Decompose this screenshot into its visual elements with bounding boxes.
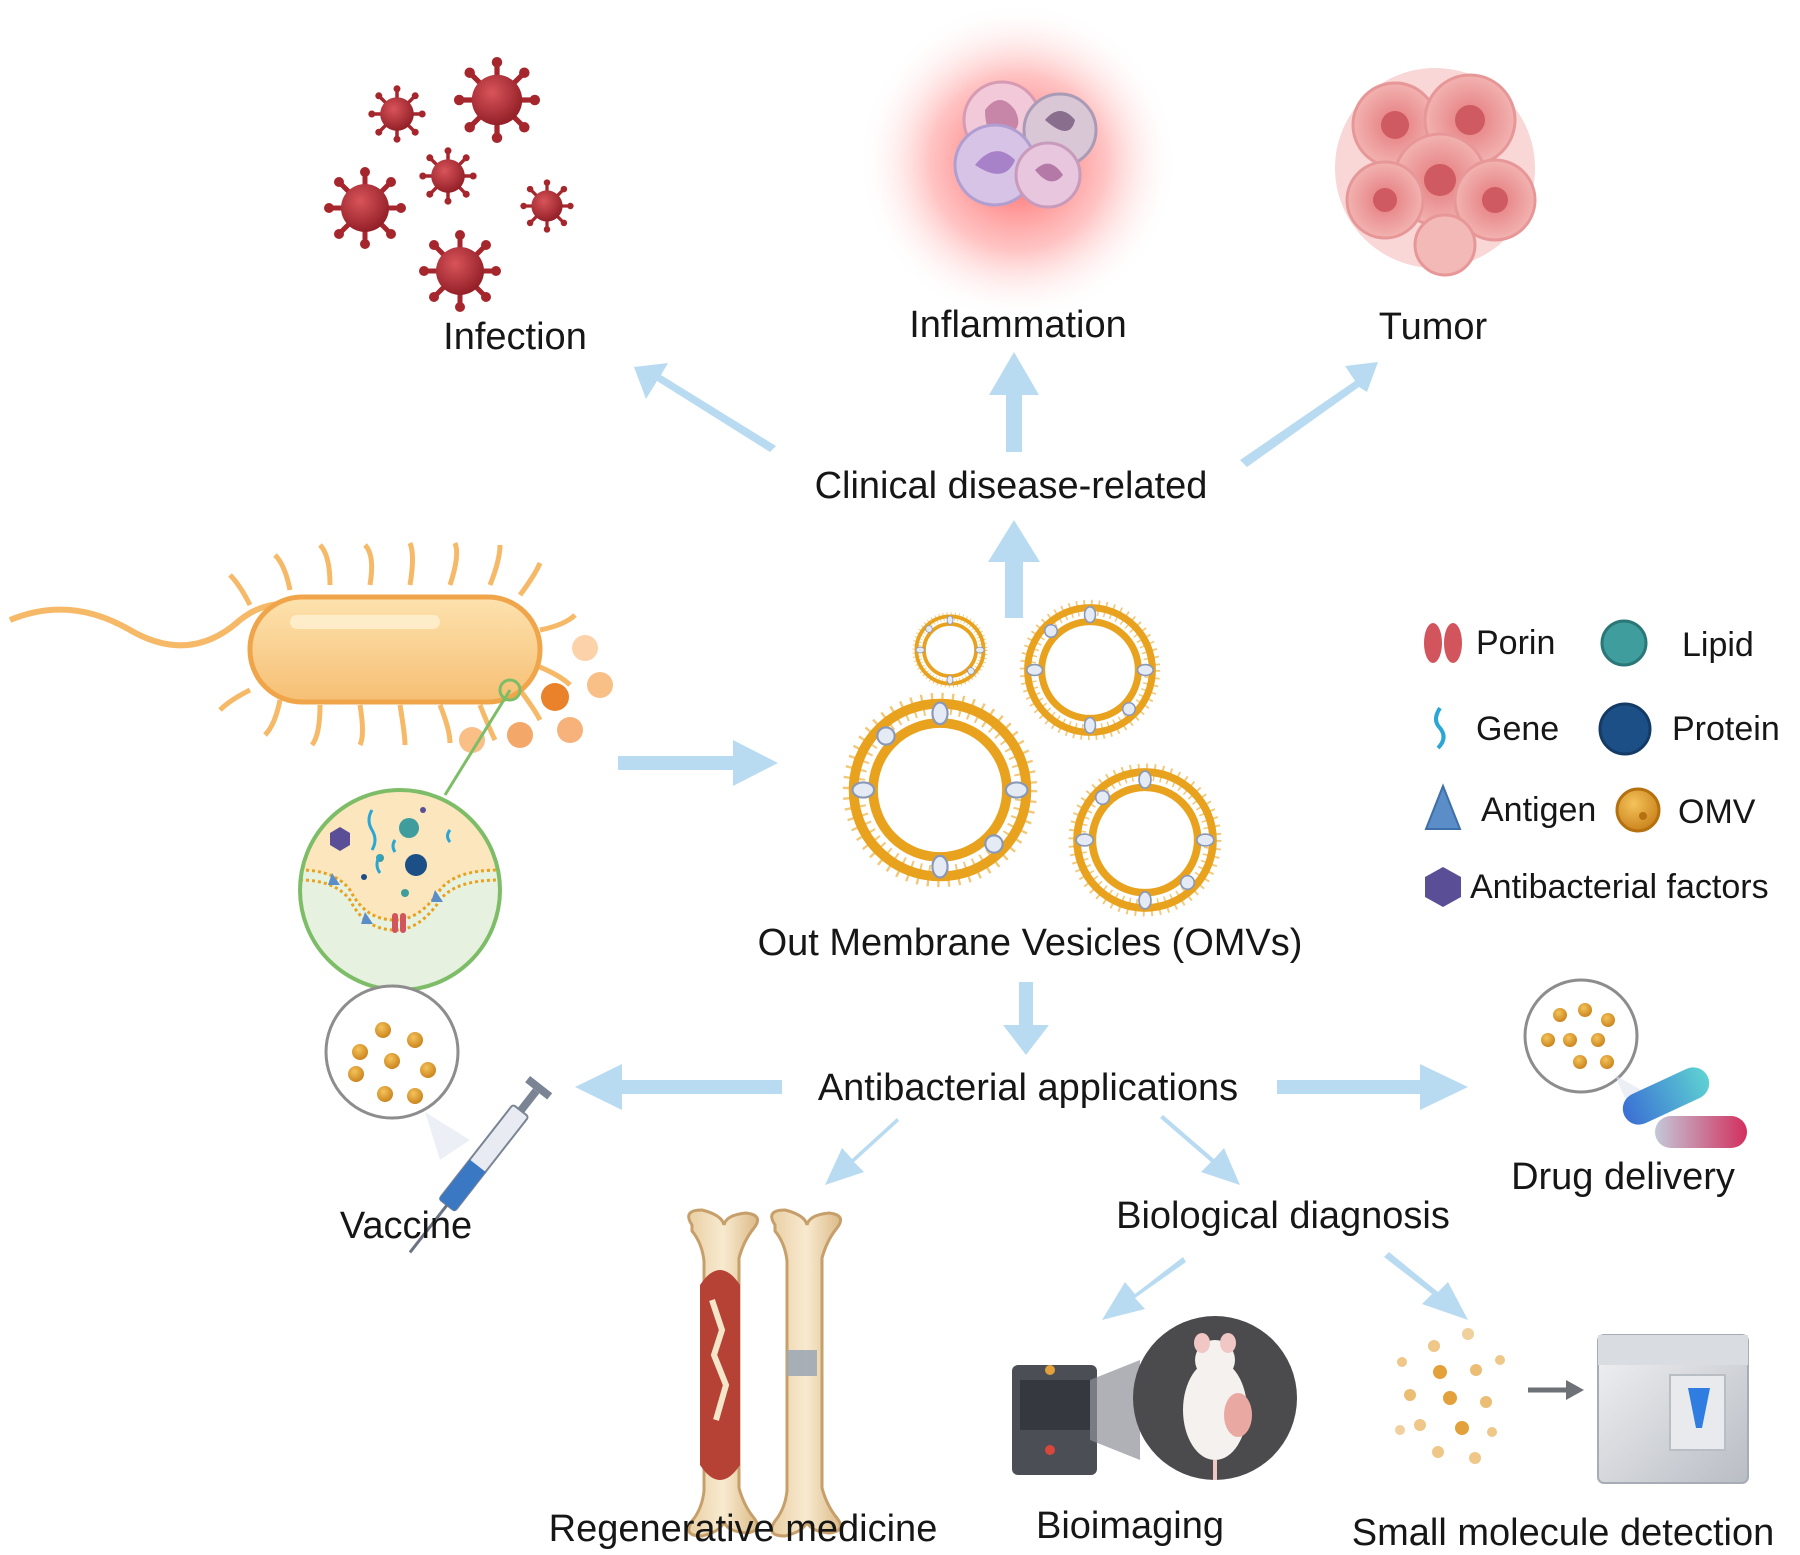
tumor-icon bbox=[1335, 68, 1537, 277]
virus-icon bbox=[419, 147, 477, 205]
bacterium-icon bbox=[8, 542, 577, 747]
virus-icon bbox=[520, 179, 574, 233]
membrane-zoom bbox=[298, 788, 502, 992]
labels: Infection Inflammation Tumor Clinical di… bbox=[340, 304, 1780, 1554]
arrow-to-small-molecule bbox=[1384, 1252, 1468, 1320]
arrow-to-drug-delivery bbox=[1277, 1064, 1468, 1110]
arrow-to-inflammation bbox=[989, 352, 1039, 452]
arrow-to-regenerative bbox=[825, 1118, 899, 1185]
label-clinical: Clinical disease-related bbox=[815, 465, 1208, 507]
label-antibacterial: Antibacterial applications bbox=[818, 1067, 1238, 1109]
arrow-omv-to-clinical bbox=[988, 520, 1040, 618]
arrow-bacteria-to-omv bbox=[618, 740, 778, 786]
virus-group bbox=[324, 56, 574, 312]
bone-healed-icon bbox=[770, 1208, 843, 1538]
bone-fracture-icon bbox=[687, 1208, 760, 1538]
label-infection: Infection bbox=[443, 316, 587, 358]
legend-omv: OMV bbox=[1678, 793, 1756, 831]
omv-vesicle bbox=[1068, 763, 1222, 917]
drug-delivery-icon bbox=[1523, 978, 1747, 1148]
virus-icon bbox=[419, 230, 501, 312]
inflammation-cells-icon bbox=[858, 2, 1178, 322]
arrow-to-bioimaging bbox=[1102, 1257, 1186, 1320]
vaccine-icon bbox=[324, 984, 553, 1254]
label-omvs: Out Membrane Vesicles (OMVs) bbox=[758, 922, 1303, 964]
legend bbox=[1424, 619, 1661, 907]
arrow-to-infection bbox=[634, 363, 776, 452]
label-bioimaging: Bioimaging bbox=[1036, 1505, 1224, 1547]
legend-porin: Porin bbox=[1476, 624, 1555, 662]
legend-lipid: Lipid bbox=[1682, 626, 1754, 664]
arrows bbox=[575, 352, 1468, 1320]
arrow-to-vaccine bbox=[575, 1064, 782, 1110]
gene-icon bbox=[1434, 706, 1446, 750]
protein-icon bbox=[1598, 702, 1652, 756]
label-biological-diagnosis: Biological diagnosis bbox=[1116, 1195, 1450, 1237]
legend-gene: Gene bbox=[1476, 710, 1559, 748]
label-regenerative-medicine: Regenerative medicine bbox=[549, 1508, 938, 1550]
imaging-machine-icon bbox=[1012, 1360, 1140, 1475]
released-omvs bbox=[459, 635, 613, 753]
legend-protein: Protein bbox=[1672, 710, 1780, 748]
antigen-icon bbox=[1424, 783, 1462, 830]
label-small-molecule-detection: Small molecule detection bbox=[1352, 1512, 1774, 1554]
molecule-dots bbox=[1395, 1328, 1505, 1464]
porin-icon bbox=[1424, 623, 1462, 663]
omv-vesicle bbox=[912, 612, 988, 688]
mouse-icon bbox=[1133, 1316, 1297, 1480]
arrow-omv-to-antibacterial bbox=[1003, 982, 1049, 1055]
label-vaccine: Vaccine bbox=[340, 1205, 472, 1247]
omv-vesicle bbox=[1019, 599, 1161, 741]
label-drug-delivery: Drug delivery bbox=[1511, 1156, 1735, 1198]
arrow-to-tumor bbox=[1240, 362, 1378, 467]
legend-antigen: Antigen bbox=[1481, 791, 1596, 829]
zoom-connector bbox=[443, 689, 512, 796]
legend-antibacterial-factors: Antibacterial factors bbox=[1470, 868, 1769, 906]
omv-icon bbox=[1615, 787, 1661, 833]
antibacterial-factor-icon bbox=[1425, 867, 1461, 907]
arrow-to-detector bbox=[1528, 1380, 1584, 1400]
detector-machine-icon bbox=[1597, 1334, 1749, 1484]
virus-icon bbox=[368, 85, 426, 143]
omv-vesicle bbox=[842, 692, 1038, 888]
label-tumor: Tumor bbox=[1379, 306, 1488, 348]
arrow-to-diagnosis bbox=[1160, 1115, 1240, 1185]
lipid-icon bbox=[1600, 619, 1648, 667]
zoom-marker bbox=[498, 678, 522, 702]
virus-icon bbox=[453, 56, 541, 144]
label-inflammation: Inflammation bbox=[909, 304, 1127, 346]
virus-icon bbox=[324, 167, 406, 249]
